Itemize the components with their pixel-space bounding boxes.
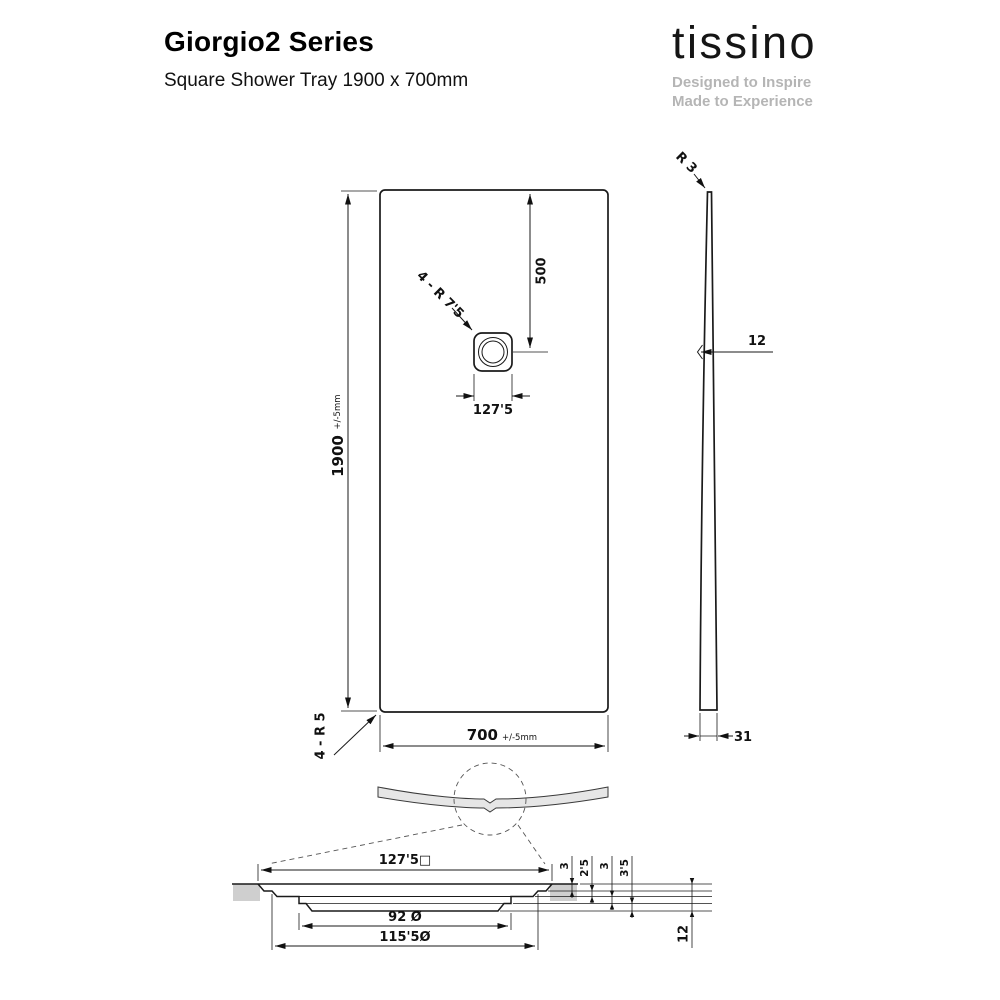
tray-outline xyxy=(379,189,609,713)
dim-inner-diameter: 92 Ø xyxy=(298,910,512,930)
dim-waste-width-label: 127'5 xyxy=(473,403,513,418)
dim-waste-square-label: 127'5□ xyxy=(379,853,431,868)
plan-view: 1900 +/-5mm 500 4 - R 7'5 127'5 700 xyxy=(314,189,609,760)
dim-length-label: 1900 xyxy=(329,435,347,477)
dim-waste-square: 127'5□ xyxy=(257,853,553,881)
dim-step1-label: 3 xyxy=(559,862,571,869)
dim-step4: 3'5 xyxy=(619,856,635,918)
dim-length-tolerance: +/-5mm xyxy=(333,394,343,429)
dim-waste-width: 127'5 xyxy=(456,374,530,418)
drain-notch xyxy=(696,344,703,360)
edge-radius-label: R 3 xyxy=(672,149,699,176)
title-block: Giorgio2 Series Square Shower Tray 1900 … xyxy=(164,26,468,92)
corner-radius-label: 4 - R 5 xyxy=(314,712,329,759)
product-title: Giorgio2 Series xyxy=(164,26,374,57)
detail-leader-left xyxy=(267,824,463,865)
dim-step2: 2'5 xyxy=(579,856,595,903)
section-profile xyxy=(377,786,609,813)
dim-center-thickness: 12 xyxy=(701,334,773,355)
detail-leader-right xyxy=(517,824,546,865)
section-view xyxy=(267,762,609,865)
tray-body-cut-left xyxy=(233,884,260,901)
dim-waste-offset: 500 xyxy=(513,194,550,353)
dim-length: 1900 +/-5mm xyxy=(329,190,377,712)
brand-tagline: Designed to Inspire Made to Experience xyxy=(672,74,817,112)
product-subtitle: Square Shower Tray 1900 x 700mm xyxy=(164,70,469,91)
tray-body-cut-right xyxy=(550,884,577,901)
corner-radius-callout: 4 - R 5 xyxy=(314,712,377,760)
brand-block: tissino Designed to Inspire Made to Expe… xyxy=(672,20,817,112)
dim-total-depth: 12 xyxy=(677,878,695,948)
edge-radius-callout: R 3 xyxy=(672,149,706,189)
step-level-lines xyxy=(500,883,712,912)
detail-indicator-circle xyxy=(453,762,527,836)
dim-center-thickness-label: 12 xyxy=(748,334,766,349)
dim-width-tolerance: +/-5mm xyxy=(502,733,537,743)
brand-logo: tissino xyxy=(672,17,818,68)
waste-recess-profile xyxy=(257,883,553,912)
side-profile xyxy=(699,191,718,711)
dim-waste-offset-label: 500 xyxy=(535,257,550,284)
dim-edge-height: 31 xyxy=(684,713,752,745)
dim-edge-height-label: 31 xyxy=(734,730,752,745)
dim-outer-diameter-label: 115'5Ø xyxy=(379,930,430,945)
waste-plan xyxy=(473,332,513,372)
detail-view: 127'5□ 92 Ø 115'5Ø 3 xyxy=(232,853,712,950)
side-view: R 3 12 31 xyxy=(672,149,773,745)
dim-width-label: 700 xyxy=(467,726,498,744)
brand-tagline-line2: Made to Experience xyxy=(672,92,813,110)
dim-step3: 3 xyxy=(599,856,615,910)
dim-step1: 3 xyxy=(559,856,575,898)
dim-total-depth-label: 12 xyxy=(677,925,692,943)
brand-tagline-line1: Designed to Inspire xyxy=(672,74,812,91)
dim-step2-label: 2'5 xyxy=(579,859,591,877)
dim-step3-label: 3 xyxy=(599,862,611,869)
dim-inner-diameter-label: 92 Ø xyxy=(388,910,422,925)
dim-outer-diameter: 115'5Ø xyxy=(271,894,539,950)
dim-width: 700 +/-5mm xyxy=(379,715,609,752)
dim-step4-label: 3'5 xyxy=(619,859,631,877)
